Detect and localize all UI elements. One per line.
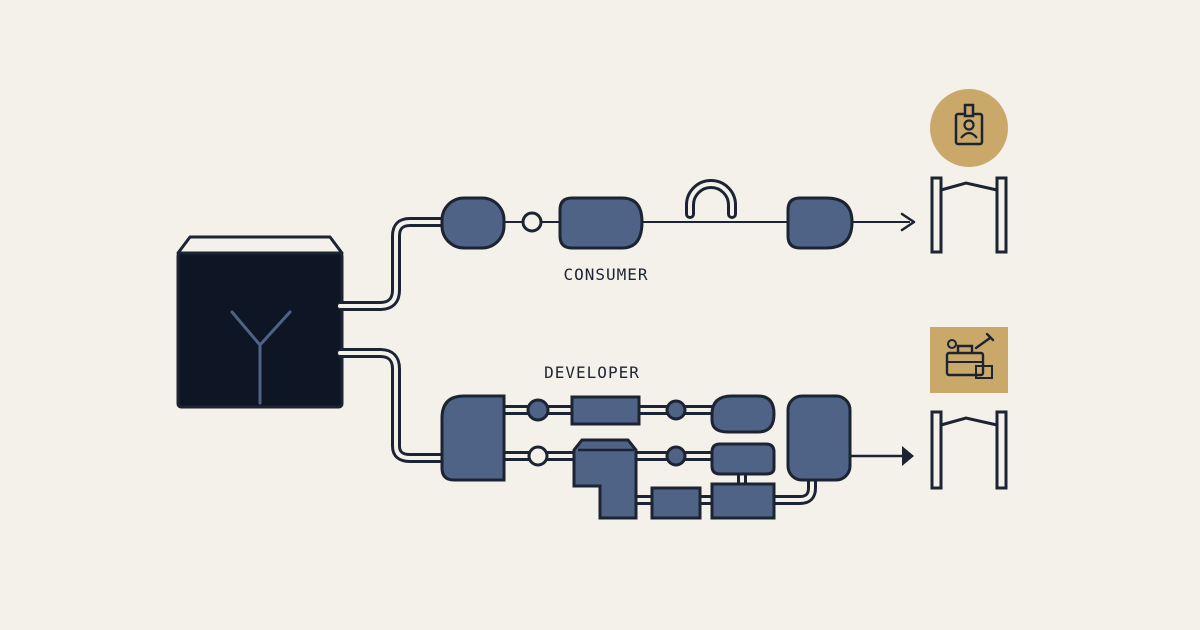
toolbox-icon bbox=[930, 327, 1008, 393]
developer-node-7 bbox=[650, 486, 702, 520]
gate-icon bbox=[930, 176, 1008, 254]
consumer-label: CONSUMER bbox=[563, 265, 648, 284]
consumer-node-1 bbox=[440, 196, 506, 250]
developer-node-4 bbox=[786, 394, 852, 482]
developer-junction-3 bbox=[665, 399, 687, 421]
developer-node-2 bbox=[570, 395, 641, 426]
developer-junction-4 bbox=[665, 445, 687, 467]
developer-arrowhead bbox=[902, 446, 914, 466]
developer-node-1 bbox=[440, 394, 506, 482]
developer-node-5 bbox=[572, 438, 638, 520]
consumer-path: CONSUMER bbox=[440, 179, 916, 284]
branch-fork-icon bbox=[230, 310, 292, 405]
developer-path bbox=[440, 394, 914, 520]
gate-icon bbox=[930, 410, 1008, 490]
consumer-junction bbox=[521, 211, 543, 233]
developer-junction-2 bbox=[527, 445, 549, 467]
developer-node-3 bbox=[710, 394, 776, 434]
id-badge-icon bbox=[930, 89, 1008, 167]
consumer-node-2 bbox=[558, 196, 644, 250]
developer-node-8 bbox=[710, 482, 776, 520]
developer-node-6 bbox=[710, 442, 776, 476]
source-block bbox=[176, 235, 344, 409]
developer-label: DEVELOPER bbox=[544, 363, 640, 382]
consumer-node-3 bbox=[786, 196, 854, 250]
developer-junction-1 bbox=[526, 398, 550, 422]
consumer-arrowhead bbox=[900, 212, 916, 232]
